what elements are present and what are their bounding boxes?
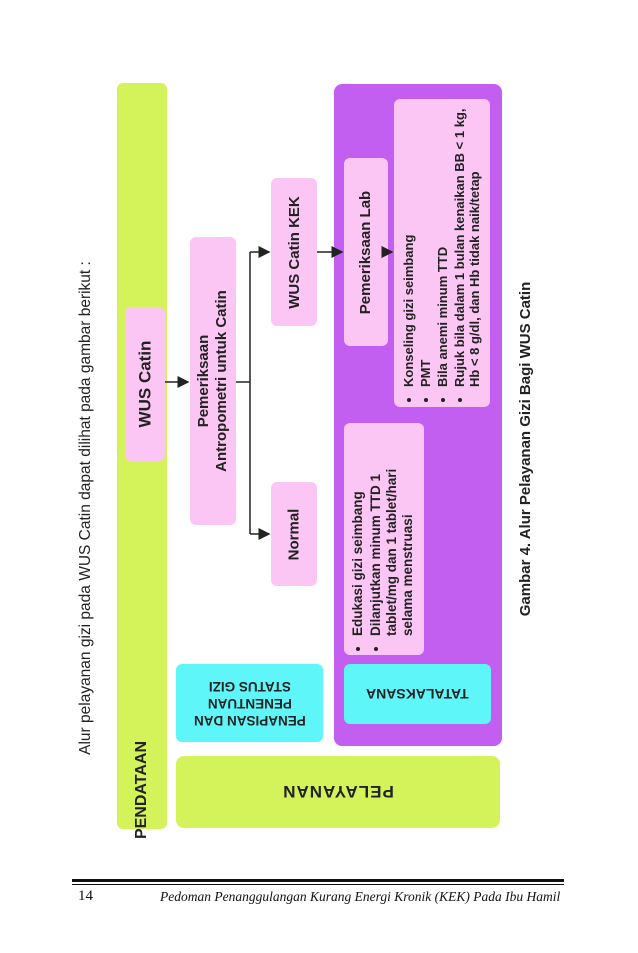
wus-catin-box: WUS Catin [125, 307, 165, 461]
pelayanan-band [176, 756, 500, 828]
footer-title: Pedoman Penanggulangan Kurang Energi Kro… [160, 889, 561, 904]
penapisan-box: PENAPISAN DAN PENENTUAN STATUS GIZI [176, 664, 323, 742]
footer-rule [72, 879, 564, 882]
page-number: 14 [78, 888, 93, 904]
tatalaksana-box: TATALAKSANA [344, 664, 491, 724]
pemeriksaan-lab-box: Pemeriksaan Lab [344, 158, 388, 346]
footer-rule-thin [72, 884, 564, 885]
figure-caption: Gambar 4. Alur Pelayanan Gizi Bagi WUS C… [517, 281, 534, 617]
pemeriksaan-antropometri-box: Pemeriksaan Antropometri untuk Catin [190, 237, 236, 525]
normal-box: Normal [271, 482, 317, 586]
wus-catin-kek-box: WUS Catin KEK [271, 178, 317, 326]
kek-list-box [394, 99, 490, 407]
normal-list-box [344, 423, 424, 655]
